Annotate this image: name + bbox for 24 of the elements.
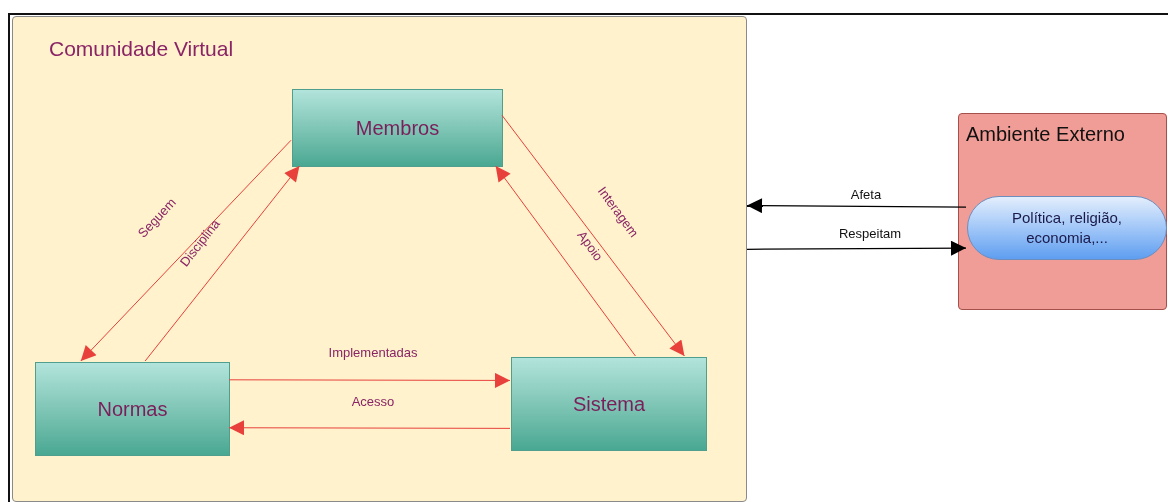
arrow <box>746 240 967 256</box>
node-label: Normas <box>97 397 168 422</box>
edge-label: Implementadas <box>328 344 418 363</box>
arrow <box>144 165 300 362</box>
node-label: Política, religião, economia,... <box>1010 208 1124 248</box>
arrow <box>228 372 511 388</box>
process-box <box>35 362 230 456</box>
group-title: Comunidade Virtual <box>49 36 234 62</box>
arrow <box>746 198 967 214</box>
edge-label: Afeta <box>850 186 882 205</box>
node-label: Membros <box>355 116 440 141</box>
process-box <box>511 357 707 451</box>
group-panel <box>12 16 747 502</box>
node-label: Sistema <box>572 392 646 417</box>
group-panel <box>958 113 1167 310</box>
arrow <box>501 114 685 357</box>
edge-label: Acesso <box>351 393 395 412</box>
rounded-box <box>967 196 1167 260</box>
arrow <box>228 420 511 436</box>
process-box <box>292 89 503 167</box>
arrow <box>80 139 292 362</box>
group-title: Ambiente Externo <box>966 122 1125 147</box>
arrow <box>495 165 636 357</box>
edge-label: Respeitam <box>838 225 902 244</box>
